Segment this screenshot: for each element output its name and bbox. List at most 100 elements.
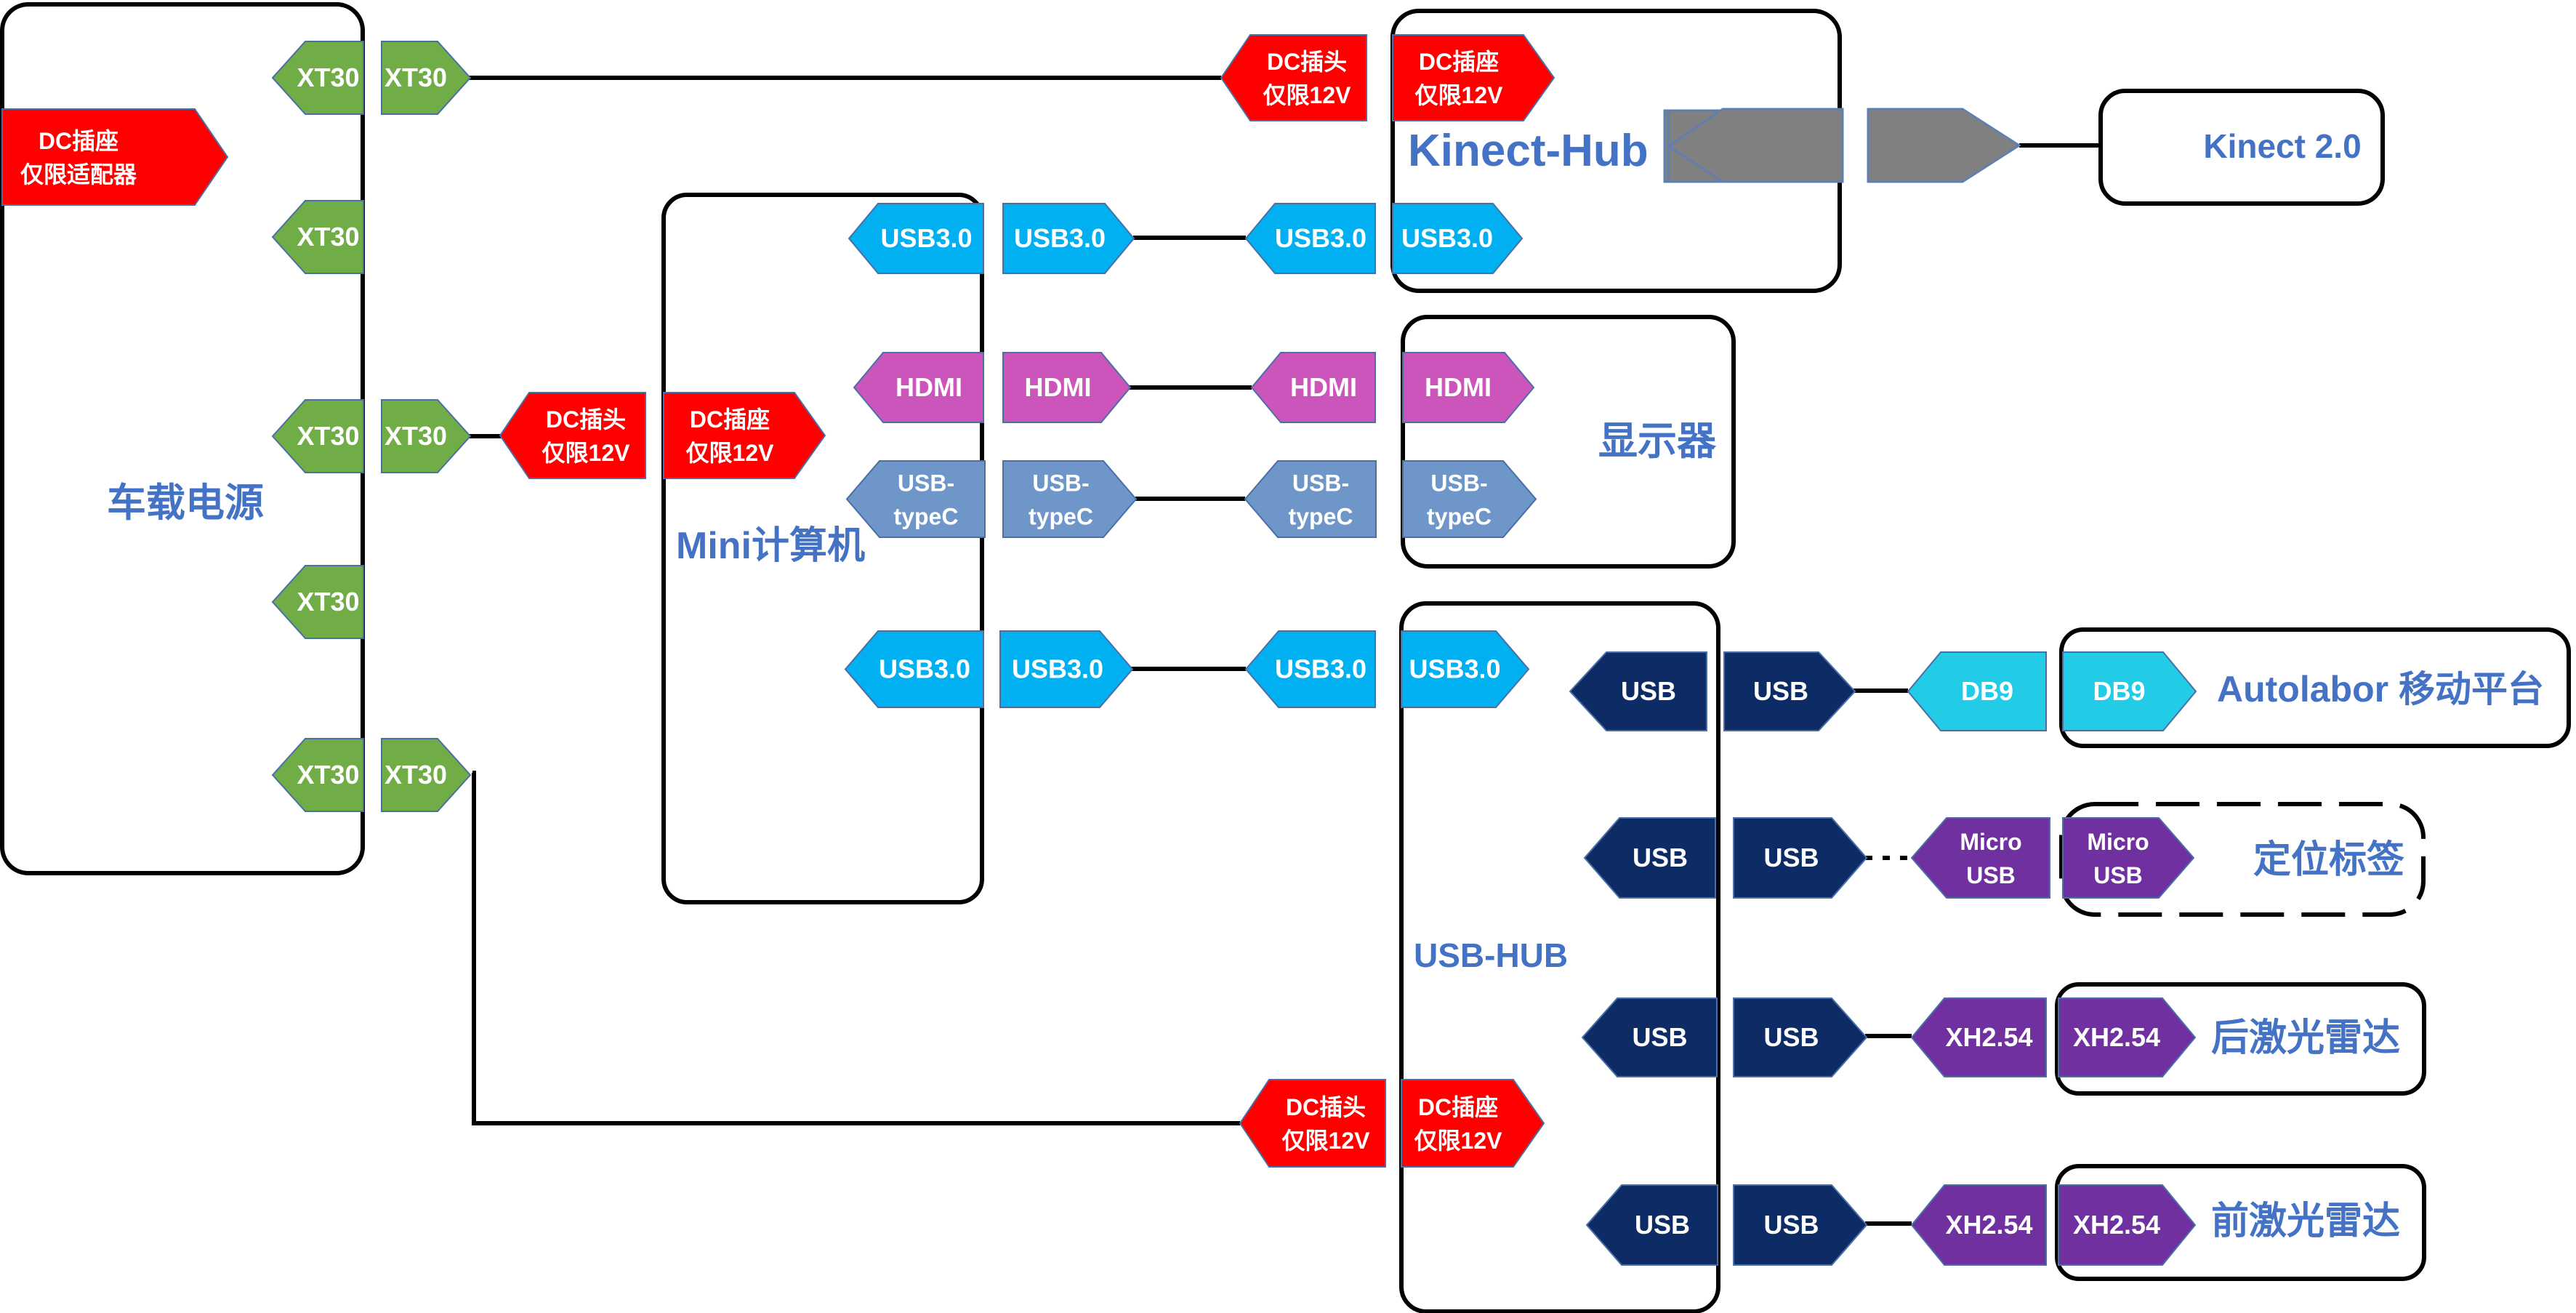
kinect-box: Kinect 2.0 bbox=[2098, 89, 2385, 206]
usb-plug-locator-shape bbox=[1733, 817, 1868, 899]
db9-plug-label: DB9 bbox=[1961, 676, 2013, 706]
kinect-hub-label: Kinect-Hub bbox=[1408, 126, 1649, 176]
front-lidar-xh254-port-shape bbox=[2058, 1184, 2197, 1266]
usb-plug-autolabor-label: USB bbox=[1753, 676, 1808, 706]
pc-usb3-port-2-label: USB3.0 bbox=[879, 654, 970, 684]
pc-usb3-port-2-shape bbox=[844, 630, 984, 708]
hub-usb-port-2-shape bbox=[1583, 817, 1716, 899]
xt30-out-2-label: XT30 bbox=[297, 222, 359, 252]
xt30-out-4: XT30 bbox=[271, 565, 364, 639]
usb-hub-usb3-port: USB3.0 bbox=[1401, 630, 1530, 708]
typec-cable-a-shape bbox=[1002, 460, 1138, 538]
xt30-out-3-label: XT30 bbox=[297, 421, 359, 451]
pc-usb3-port-1: USB3.0 bbox=[848, 203, 984, 274]
db9-plug: DB9 bbox=[1907, 651, 2047, 731]
hdmi-cable-b: HDMI bbox=[1250, 352, 1376, 423]
wire-xt30-usb-hub-power bbox=[472, 771, 1240, 1125]
autolabor-db9-port-label: DB9 bbox=[2093, 676, 2145, 706]
pc-typec-port-label: typeC bbox=[894, 504, 959, 530]
xt30-out-5-shape bbox=[271, 738, 364, 812]
rear-lidar-xh254-port: XH2.54 bbox=[2058, 997, 2197, 1077]
usb3-cable-2-b: USB3.0 bbox=[1244, 630, 1376, 708]
usb-plug-rear-lidar-label: USB bbox=[1763, 1022, 1819, 1052]
mini-pc-label: Mini计算机 bbox=[676, 525, 865, 567]
dc-socket-usb-hub-label: DC插座 bbox=[1418, 1094, 1498, 1120]
usb-plug-front-lidar: USB bbox=[1733, 1184, 1868, 1266]
front-lidar-xh254-port-label: XH2.54 bbox=[2073, 1210, 2160, 1240]
kinect-cable-plug bbox=[1867, 108, 2021, 183]
dc-plug-usb-hub-shape bbox=[1239, 1079, 1386, 1168]
usb-plug-locator: USB bbox=[1733, 817, 1868, 899]
rear-lidar-label: 后激光雷达 bbox=[2211, 1017, 2400, 1059]
xt30-plug-3-label: XT30 bbox=[385, 760, 447, 790]
autolabor-db9-port: DB9 bbox=[2062, 651, 2197, 731]
mini-pc-box: Mini计算机 bbox=[661, 193, 984, 904]
usb3-cable-2-a-shape bbox=[999, 630, 1134, 708]
xt30-out-1: XT30 bbox=[271, 41, 364, 115]
hub-usb-port-2: USB bbox=[1583, 817, 1716, 899]
connectors: DC插座仅限适配器XT30XT30XT30XT30XT30XT30XT30XT3… bbox=[1, 34, 2197, 1266]
dc-socket-usb-hub-label: 仅限12V bbox=[1414, 1128, 1503, 1154]
front-lidar-xh254-port: XH2.54 bbox=[2058, 1184, 2197, 1266]
locator-micro-usb-port-shape bbox=[2062, 817, 2195, 899]
usb3-cable-1-a: USB3.0 bbox=[1002, 203, 1135, 274]
autolabor-db9-port-shape bbox=[2062, 651, 2197, 731]
pc-hdmi-port-label: HDMI bbox=[895, 372, 962, 402]
usb-hub-label: USB-HUB bbox=[1414, 936, 1568, 974]
usb-hub-usb3-port-label: USB3.0 bbox=[1409, 654, 1500, 684]
pc-usb3-port-2: USB3.0 bbox=[844, 630, 984, 708]
xt30-plug-2-shape bbox=[381, 399, 472, 473]
kinect-hub-port bbox=[1667, 108, 1844, 183]
xh254-plug-rear-shape bbox=[1910, 997, 2047, 1077]
display-typec-port: USB-typeC bbox=[1402, 460, 1537, 538]
dc-input-socket-label: 仅限适配器 bbox=[20, 161, 137, 188]
display-label: 显示器 bbox=[1598, 419, 1717, 463]
locator-micro-usb-port-label: Micro bbox=[2087, 829, 2149, 855]
dc-socket-usb-hub-shape bbox=[1401, 1079, 1545, 1168]
typec-cable-a-label: typeC bbox=[1029, 504, 1093, 530]
xt30-out-2: XT30 bbox=[271, 200, 364, 274]
usb3-cable-2-a: USB3.0 bbox=[999, 630, 1134, 708]
dc-socket-pc-shape bbox=[663, 392, 826, 479]
usb3-cable-1-b-shape bbox=[1244, 203, 1376, 274]
usb3-cable-2-a-label: USB3.0 bbox=[1012, 654, 1103, 684]
typec-cable-b-label: USB- bbox=[1292, 470, 1349, 497]
usb3-cable-2-b-label: USB3.0 bbox=[1275, 654, 1367, 684]
display-hdmi-port-label: HDMI bbox=[1425, 372, 1492, 402]
db9-plug-shape bbox=[1907, 651, 2047, 731]
hub-usb-port-1-shape bbox=[1569, 651, 1707, 731]
wires bbox=[469, 76, 2101, 1226]
usb-plug-front-lidar-shape bbox=[1733, 1184, 1868, 1266]
display-hdmi-port: HDMI bbox=[1402, 352, 1535, 423]
hub-usb-port-2-label: USB bbox=[1633, 843, 1688, 872]
typec-cable-b-label: typeC bbox=[1289, 504, 1353, 530]
dc-socket-kinect-hub-shape bbox=[1392, 34, 1555, 121]
xt30-plug-1-shape bbox=[381, 41, 472, 115]
pc-typec-port: USB-typeC bbox=[845, 460, 986, 538]
xt30-out-5: XT30 bbox=[271, 738, 364, 812]
xt30-plug-1-label: XT30 bbox=[385, 63, 447, 92]
hub-usb-port-1-label: USB bbox=[1621, 676, 1676, 706]
hub-usb-port-4-label: USB bbox=[1635, 1210, 1690, 1240]
usb-plug-rear-lidar: USB bbox=[1733, 997, 1868, 1077]
hdmi-cable-b-label: HDMI bbox=[1290, 372, 1357, 402]
pc-hdmi-port: HDMI bbox=[853, 352, 984, 423]
xt30-plug-3-shape bbox=[381, 738, 472, 812]
xt30-out-4-shape bbox=[271, 565, 364, 639]
micro-usb-plug-shape bbox=[1910, 817, 2050, 899]
usb3-cable-1-a-label: USB3.0 bbox=[1014, 223, 1106, 253]
micro-usb-plug-label: USB bbox=[1966, 862, 2016, 888]
hub-usb-port-4: USB bbox=[1585, 1184, 1718, 1266]
hub-usb-port-3: USB bbox=[1581, 997, 1718, 1077]
xt30-out-3-shape bbox=[271, 399, 364, 473]
xt30-out-1-shape bbox=[271, 41, 364, 115]
dc-plug-kinect-hub-label: 仅限12V bbox=[1263, 82, 1352, 108]
